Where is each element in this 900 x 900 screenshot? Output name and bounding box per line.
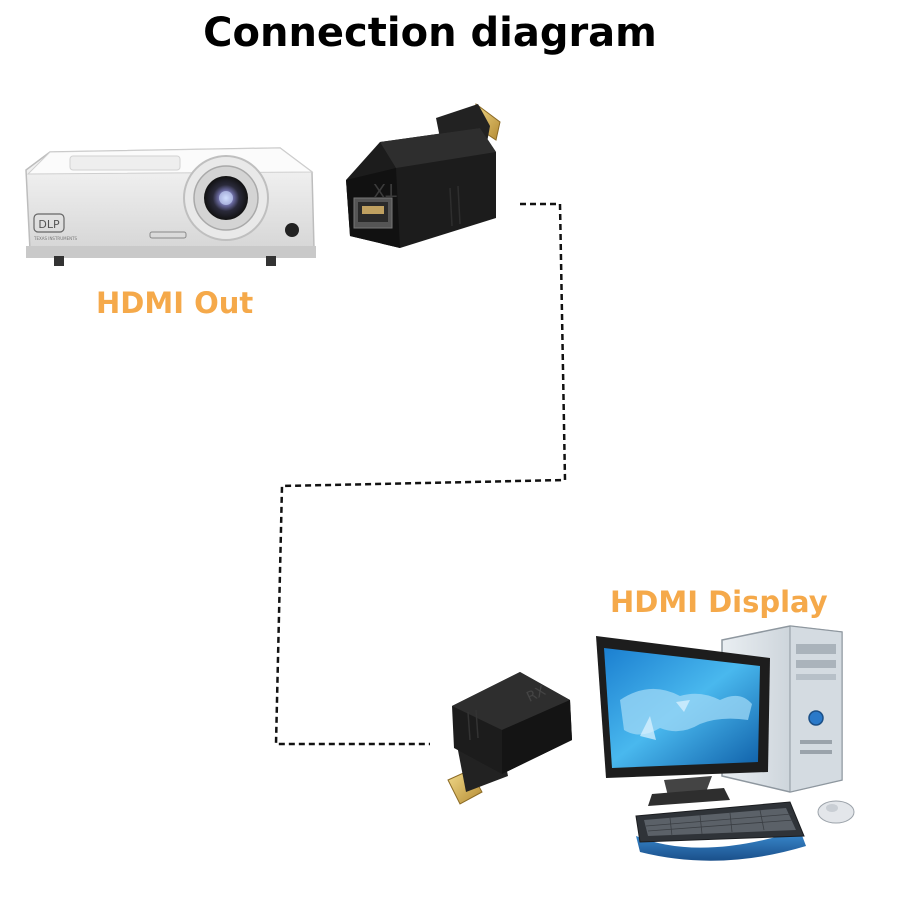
tx-text: TX — [373, 179, 397, 200]
mouse-icon — [817, 800, 855, 824]
hdmi-out-label: HDMI Out — [96, 286, 254, 320]
projector-logo: DLP — [38, 218, 60, 231]
diagram-title: Connection diagram — [203, 10, 657, 56]
rx-adapter-icon: RX — [447, 672, 572, 805]
tx-adapter-icon: TX — [346, 103, 501, 248]
rx-text: RX — [524, 683, 549, 706]
projector-maker: TEXAS INSTRUMENTS — [33, 236, 78, 241]
hdmi-display-label: HDMI Display — [610, 585, 828, 619]
network-cable — [274, 202, 567, 746]
computer-icon — [596, 625, 855, 861]
keyboard-icon — [635, 801, 806, 861]
monitor-icon — [596, 636, 770, 806]
projector-icon: DLP TEXAS INSTRUMENTS — [25, 147, 316, 266]
